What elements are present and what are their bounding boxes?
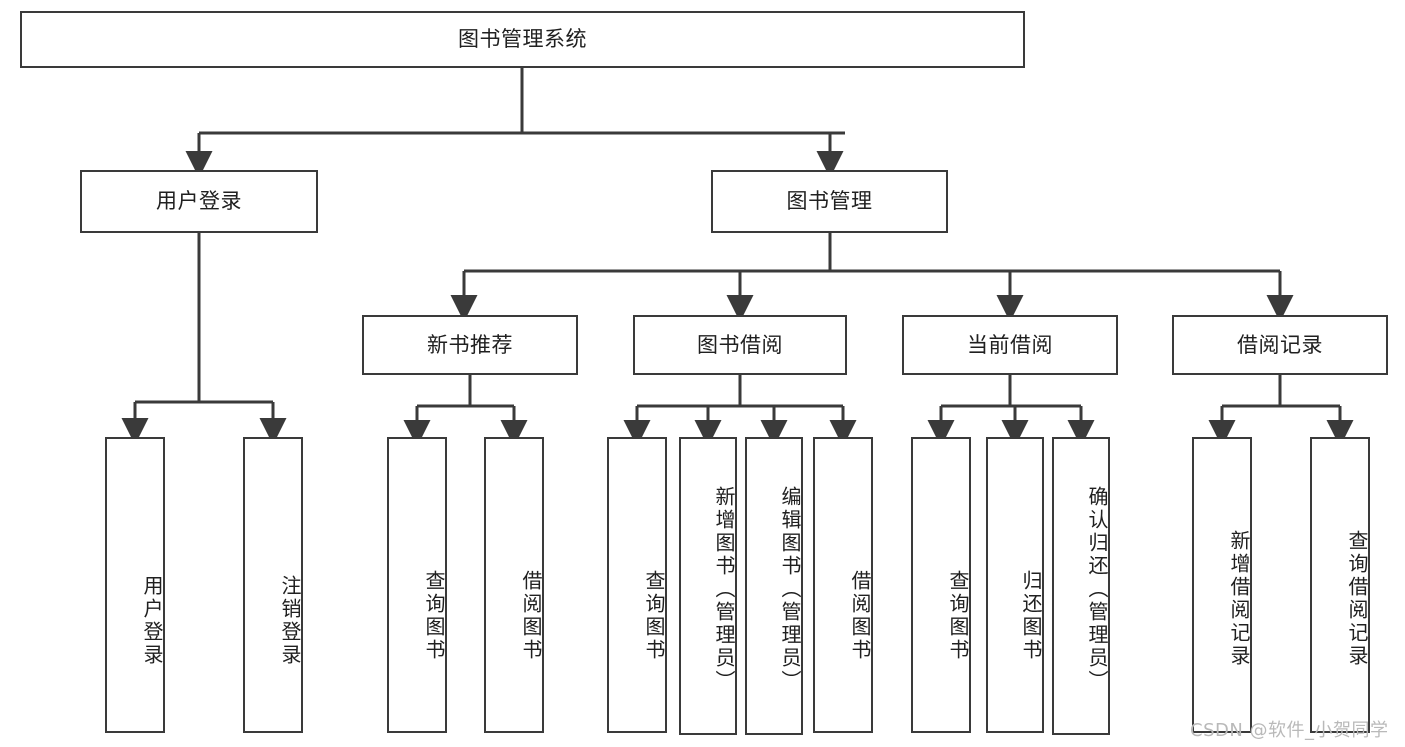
- node-leaf-query-book-rec-label: 查询图书: [422, 570, 446, 662]
- node-leaf-query-book-rec[interactable]: 查询图书: [387, 437, 447, 733]
- watermark: CSDN @软件_小贺同学: [1190, 720, 1389, 741]
- node-book-borrow-label: 图书借阅: [697, 332, 783, 357]
- node-borrow-record-label: 借阅记录: [1237, 332, 1323, 357]
- node-book-manage[interactable]: 图书管理: [711, 170, 948, 233]
- node-leaf-edit-book[interactable]: 编辑图书（管理员）: [745, 437, 803, 735]
- node-borrow-record[interactable]: 借阅记录: [1172, 315, 1388, 375]
- node-leaf-return-book[interactable]: 归还图书: [986, 437, 1044, 733]
- node-leaf-add-record-label: 新增借阅记录: [1227, 530, 1251, 668]
- node-leaf-confirm-return-label: 确认归还（管理员）: [1085, 485, 1109, 693]
- node-user-login[interactable]: 用户登录: [80, 170, 318, 233]
- node-leaf-user-login-label: 用户登录: [140, 575, 164, 667]
- node-leaf-add-record[interactable]: 新增借阅记录: [1192, 437, 1252, 733]
- node-leaf-borrow-book-label: 借阅图书: [848, 570, 872, 662]
- node-leaf-query-book-cur-label: 查询图书: [946, 570, 970, 662]
- node-book-borrow[interactable]: 图书借阅: [633, 315, 847, 375]
- node-leaf-user-login[interactable]: 用户登录: [105, 437, 165, 733]
- node-new-book-rec[interactable]: 新书推荐: [362, 315, 578, 375]
- node-leaf-borrow-book-rec[interactable]: 借阅图书: [484, 437, 544, 733]
- node-leaf-user-logout[interactable]: 注销登录: [243, 437, 303, 733]
- node-leaf-query-book-cur[interactable]: 查询图书: [911, 437, 971, 733]
- node-new-book-rec-label: 新书推荐: [427, 332, 513, 357]
- node-leaf-confirm-return[interactable]: 确认归还（管理员）: [1052, 437, 1110, 735]
- node-book-manage-label: 图书管理: [786, 189, 873, 214]
- node-current-borrow[interactable]: 当前借阅: [902, 315, 1118, 375]
- node-leaf-user-logout-label: 注销登录: [278, 575, 302, 667]
- node-leaf-add-book[interactable]: 新增图书（管理员）: [679, 437, 737, 735]
- node-leaf-query-record-label: 查询借阅记录: [1345, 530, 1369, 668]
- node-user-login-label: 用户登录: [156, 189, 242, 214]
- node-leaf-query-record[interactable]: 查询借阅记录: [1310, 437, 1370, 733]
- node-leaf-borrow-book[interactable]: 借阅图书: [813, 437, 873, 733]
- node-leaf-borrow-book-rec-label: 借阅图书: [519, 570, 543, 662]
- node-current-borrow-label: 当前借阅: [967, 332, 1053, 357]
- node-leaf-query-book-borrow-label: 查询图书: [642, 570, 666, 662]
- node-leaf-return-book-label: 归还图书: [1019, 570, 1043, 662]
- node-leaf-edit-book-label: 编辑图书（管理员）: [778, 485, 802, 693]
- node-leaf-add-book-label: 新增图书（管理员）: [712, 485, 736, 693]
- node-root[interactable]: 图书管理系统: [20, 11, 1025, 68]
- node-root-label: 图书管理系统: [458, 27, 587, 52]
- node-leaf-query-book-borrow[interactable]: 查询图书: [607, 437, 667, 733]
